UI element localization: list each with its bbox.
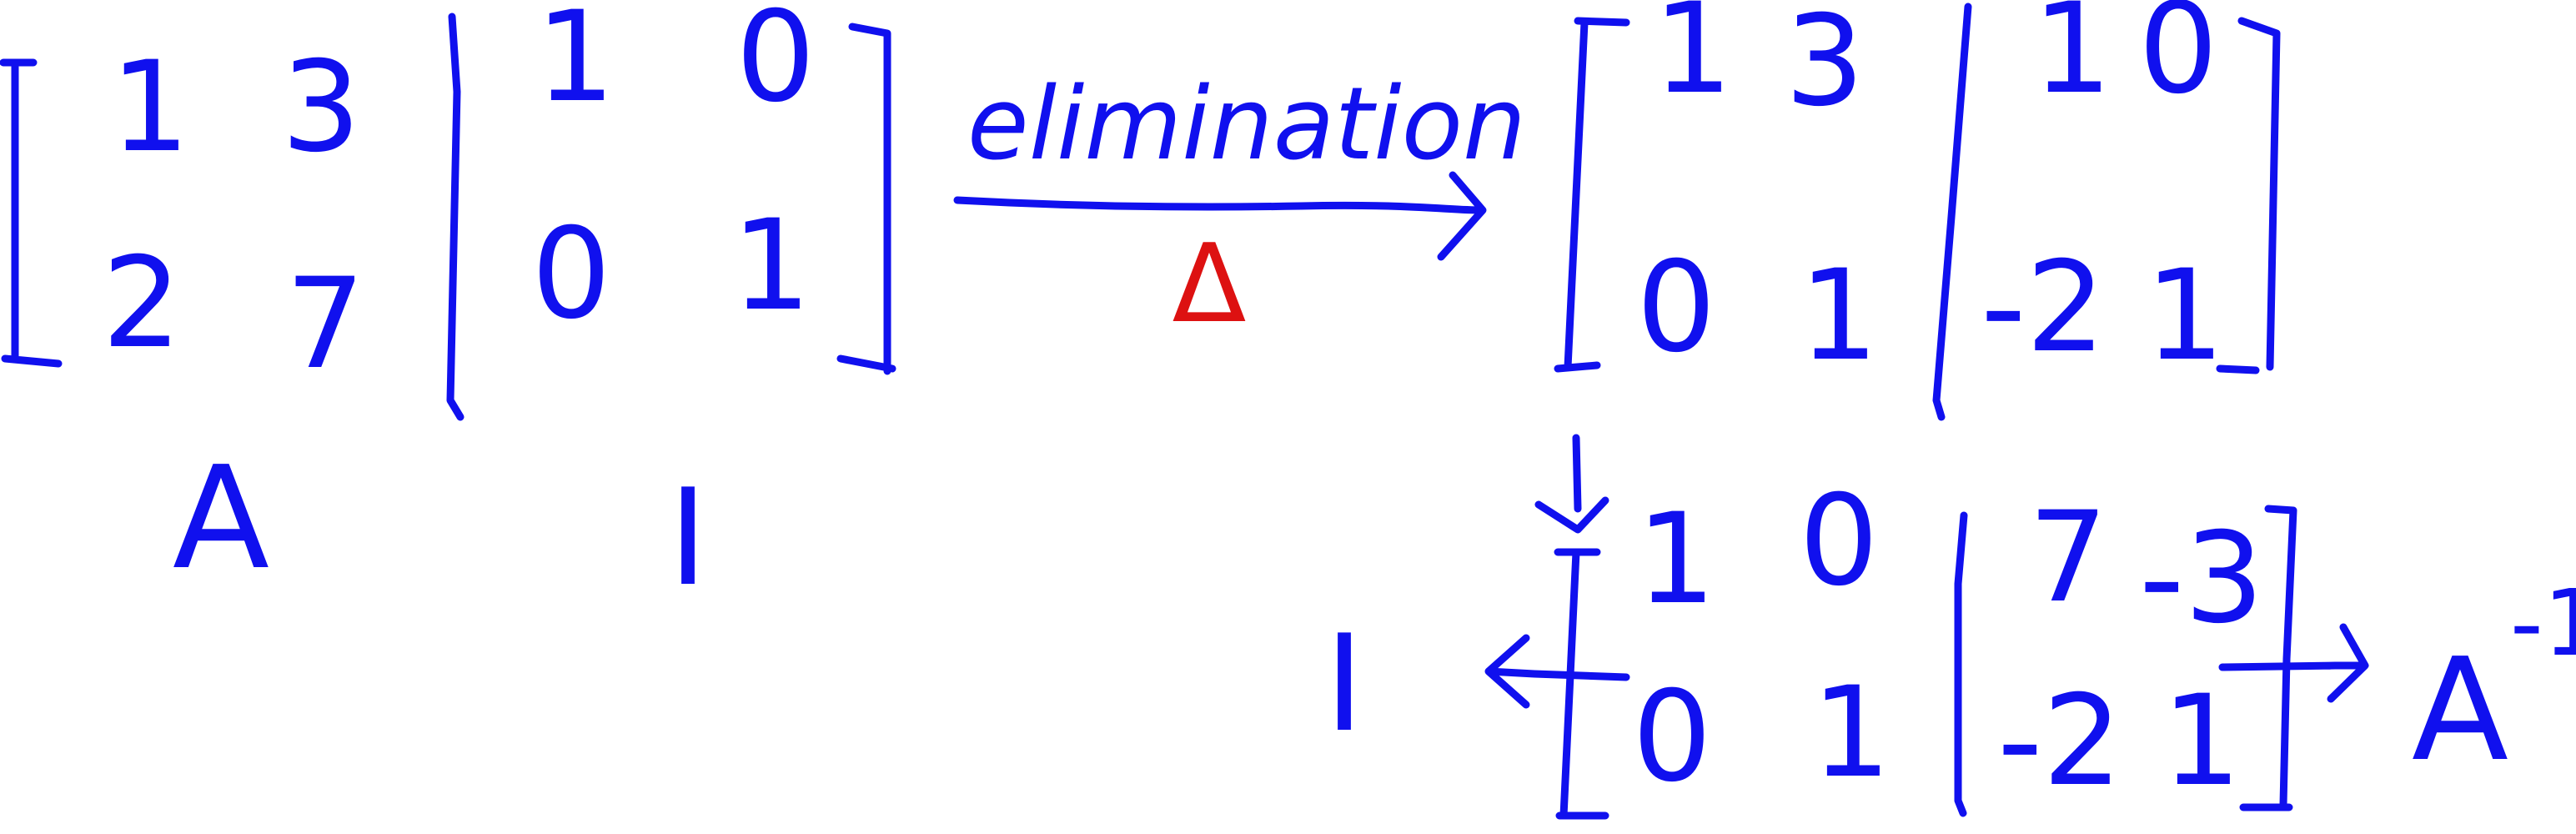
end-left-21: 0 (1632, 665, 1711, 810)
mid-left-11: 1 (1653, 0, 1732, 122)
right-arrow (2218, 623, 2369, 703)
arrow-shaft (953, 196, 1484, 214)
end-right-entries: 7 -3 -2 1 (1997, 485, 2264, 814)
mid-left-12: 3 (1785, 0, 1864, 134)
end-left-entries: 1 0 0 1 (1632, 469, 1891, 810)
matrix-I-22: 1 (731, 193, 811, 339)
end-right-11: 7 (2028, 485, 2107, 631)
mid-right-22: 1 (2145, 244, 2224, 389)
label-A-inverse-exponent: -1 (2510, 570, 2576, 676)
augmented-matrix-mid: 1 3 0 1 1 0 -2 1 (1534, 0, 2281, 534)
label-I-start: I (668, 460, 707, 615)
left-bracket-end (1554, 548, 1609, 820)
matrix-A-22: 7 (285, 252, 364, 397)
divider-bar (446, 13, 464, 421)
end-left-12: 0 (1799, 469, 1878, 614)
right-bracket-end (2239, 505, 2297, 811)
matrix-I-11: 1 (535, 0, 615, 130)
mid-right-12: 0 (2138, 0, 2217, 122)
end-right-21: -2 (1997, 669, 2122, 814)
elimination-arrow: elimination Δ (953, 67, 1526, 347)
matrix-I-12: 0 (736, 0, 815, 130)
mid-left-21: 0 (1636, 235, 1715, 380)
end-right-12: -3 (2139, 506, 2264, 651)
down-arrow (1534, 434, 1609, 534)
right-bracket (836, 23, 896, 375)
divider-bar-end (1954, 511, 1968, 817)
mid-right-21: -2 (1981, 235, 2106, 380)
matrix-A-12: 3 (281, 35, 360, 180)
matrix-A-entries: 1 3 2 7 (102, 35, 364, 397)
mid-right-11: 1 (2032, 0, 2112, 122)
end-left-11: 1 (1636, 487, 1715, 632)
matrix-A-11: 1 (110, 35, 189, 180)
left-bracket (0, 58, 63, 368)
label-A: A (173, 436, 269, 601)
matrix-A-21: 2 (102, 231, 181, 376)
delta-symbol: Δ (1173, 220, 1247, 347)
mid-right-entries: 1 0 -2 1 (1981, 0, 2225, 389)
arrow-head (1437, 171, 1487, 261)
left-arrow (1484, 634, 1630, 709)
augmented-matrix-start: 1 3 2 7 1 0 0 1 A I (0, 0, 896, 615)
mid-left-22: 1 (1799, 244, 1878, 389)
end-left-22: 1 (1811, 661, 1891, 806)
divider-bar-mid (1932, 3, 1972, 421)
right-bracket-mid (2216, 17, 2281, 374)
end-right-22: 1 (2162, 669, 2241, 814)
elimination-label: elimination (967, 67, 1526, 183)
matrix-I-entries: 1 0 0 1 (531, 0, 815, 347)
left-bracket-mid (1554, 17, 1630, 373)
label-A-inverse: A (2412, 628, 2508, 793)
mid-left-entries: 1 3 0 1 (1636, 0, 1878, 389)
matrix-I-21: 0 (531, 202, 610, 347)
label-I-end: I (1324, 605, 1363, 761)
augmented-matrix-end: 1 0 0 1 7 -3 -2 1 I A^-1 --> A -1 (1324, 469, 2576, 820)
